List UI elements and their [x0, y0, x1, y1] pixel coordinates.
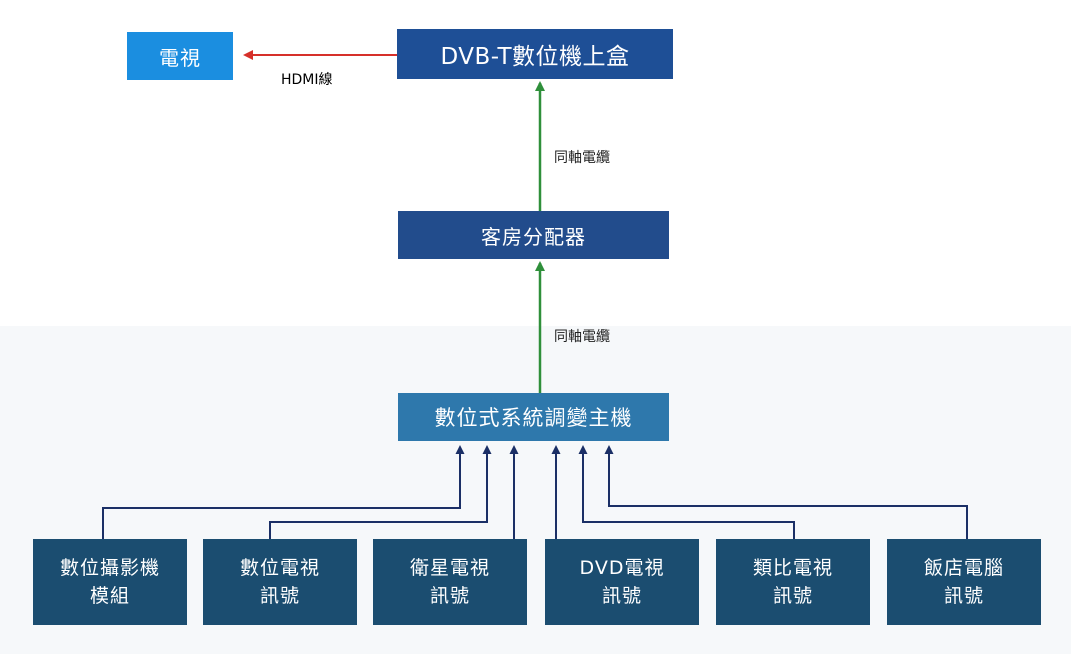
- source-label-line1: DVD電視: [579, 557, 665, 579]
- source-box-hotel-pc: 飯店電腦 訊號: [887, 539, 1041, 625]
- headend-label: 數位式系統調變主機: [434, 406, 633, 430]
- tv-box: 電視: [127, 32, 233, 80]
- source-box-camera: 數位攝影機 模組: [33, 539, 187, 625]
- source-label-line2: 訊號: [601, 585, 642, 607]
- source-label-line2: 訊號: [259, 585, 300, 607]
- source-label-line1: 數位攝影機: [59, 557, 160, 579]
- room-splitter-label: 客房分配器: [481, 224, 586, 249]
- source-label-line1: 飯店電腦: [923, 557, 1004, 579]
- room-splitter-box: 客房分配器: [398, 211, 669, 259]
- feed-arrow-camera: [102, 445, 465, 539]
- source-box-dvd: DVD電視 訊號: [545, 539, 699, 625]
- coax-label-lower: 同軸電纜: [554, 329, 610, 345]
- source-box-analog: 類比電視 訊號: [716, 539, 870, 625]
- source-label-line2: 訊號: [429, 585, 470, 607]
- source-box-digital-tv: 數位電視 訊號: [203, 539, 357, 625]
- feed-arrow-digital-tv: [269, 445, 492, 539]
- source-box-satellite: 衛星電視 訊號: [373, 539, 527, 625]
- set-top-box: DVB-T數位機上盒: [397, 29, 673, 79]
- source-label-line1: 類比電視: [752, 557, 833, 579]
- headend-box: 數位式系統調變主機: [398, 393, 669, 441]
- feed-arrow-analog: [578, 445, 795, 539]
- coax-label-upper: 同軸電纜: [554, 150, 610, 166]
- source-label-line1: 衛星電視: [409, 557, 490, 579]
- source-label-line2: 訊號: [943, 585, 984, 607]
- source-label-line1: 數位電視: [239, 557, 320, 579]
- hdmi-label: HDMI線: [281, 72, 333, 88]
- source-label-line2: 模組: [89, 585, 130, 607]
- set-top-box-label: DVB-T數位機上盒: [440, 44, 630, 70]
- feed-arrow-hotel-pc: [604, 445, 968, 539]
- tv-label: 電視: [159, 45, 201, 70]
- source-label-line2: 訊號: [772, 585, 813, 607]
